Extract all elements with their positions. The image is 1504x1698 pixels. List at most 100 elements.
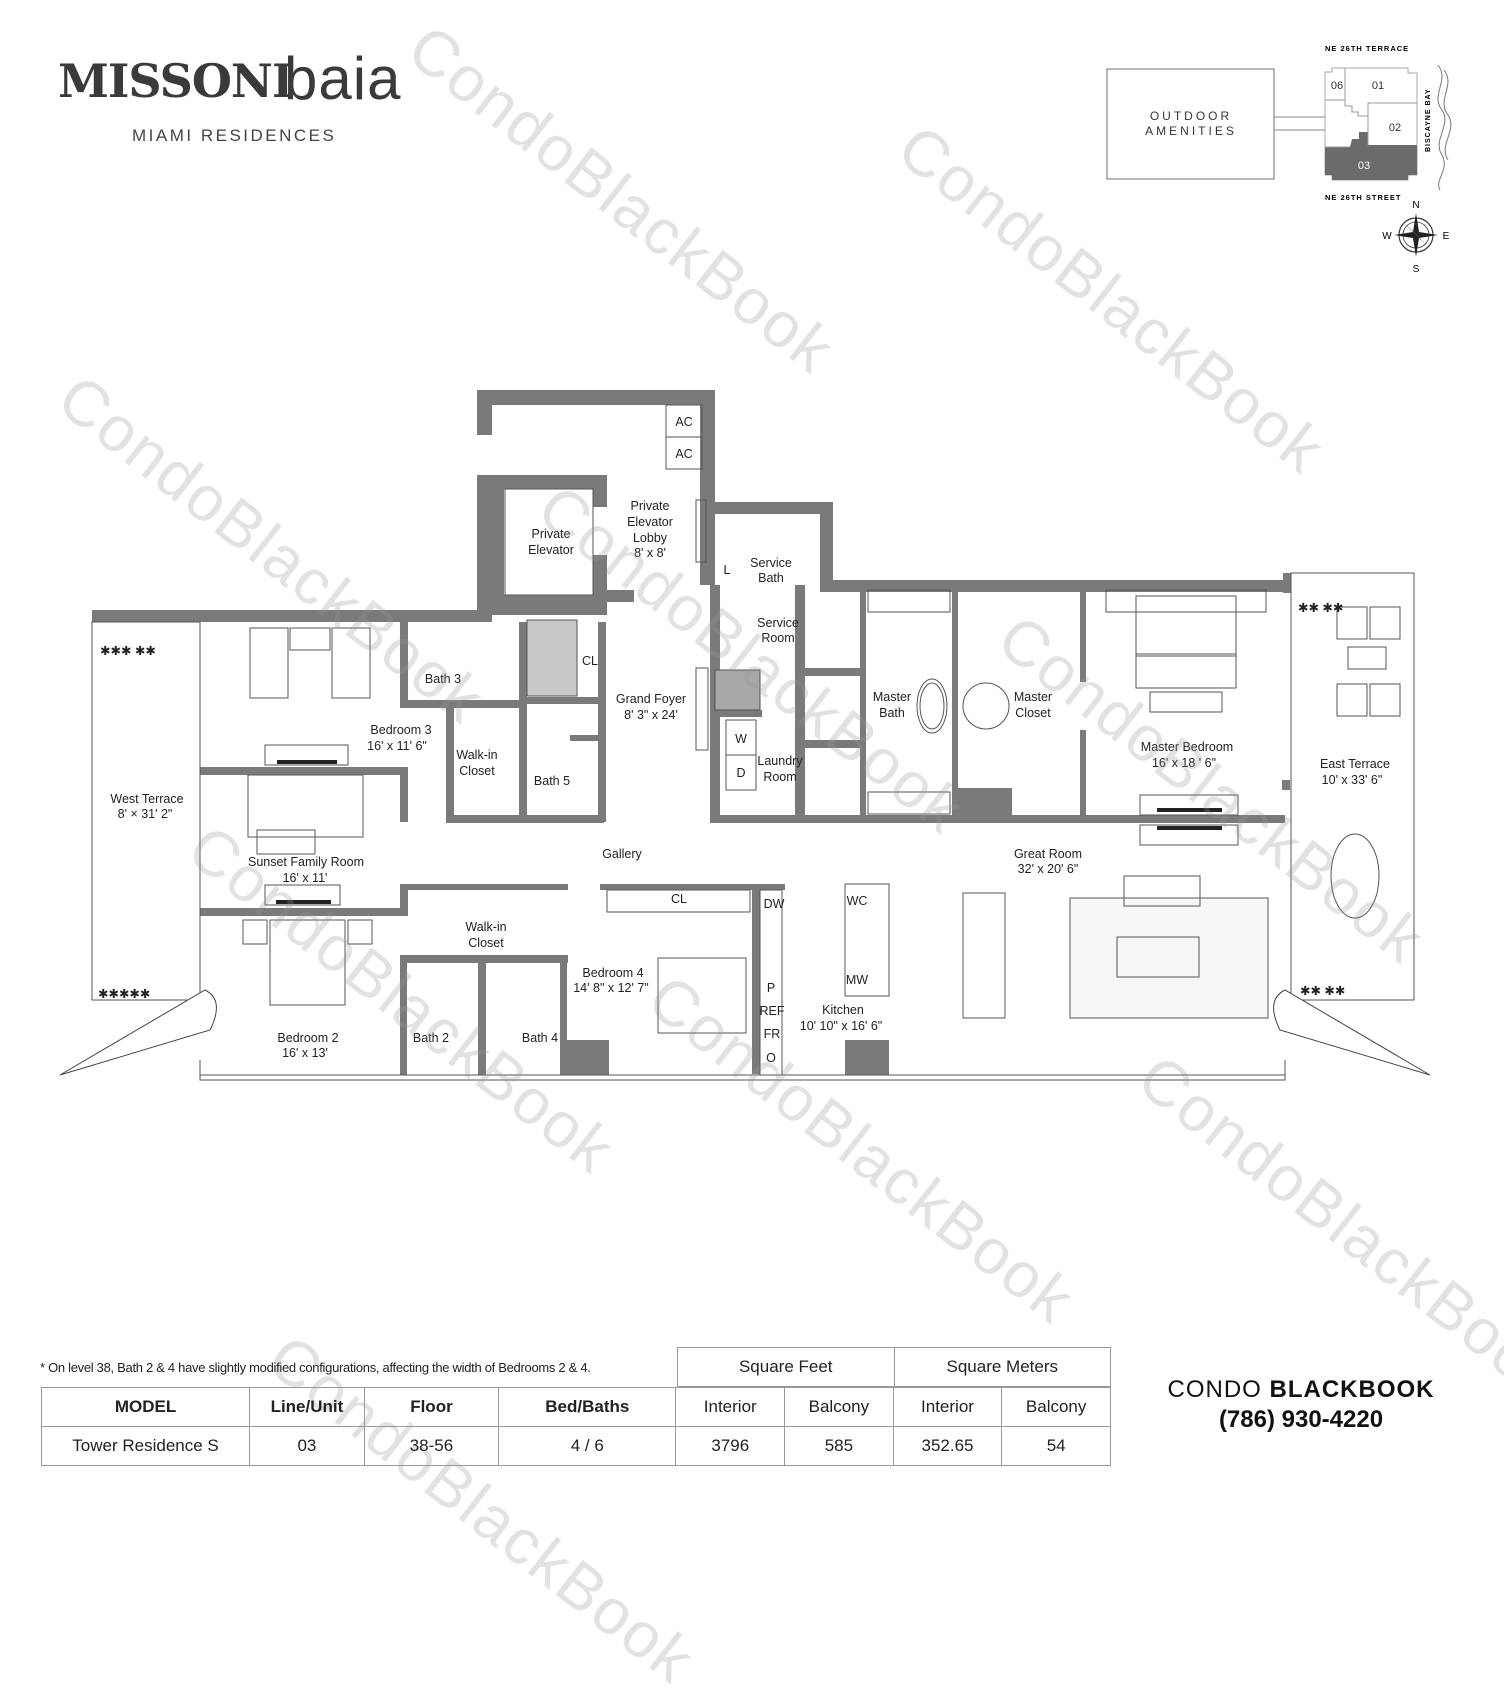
walkin-closet-bottom-label-2: Closet bbox=[468, 936, 504, 950]
ac-unit-2-label: AC bbox=[675, 447, 692, 461]
cell-floor: 38-56 bbox=[363, 1426, 500, 1466]
svg-text:✱✱ ✱✱: ✱✱ ✱✱ bbox=[1298, 601, 1344, 615]
closet-bottom-label: CL bbox=[671, 892, 687, 906]
grand-foyer-label: Grand Foyer bbox=[616, 692, 686, 706]
unit-01-label: 01 bbox=[1372, 80, 1384, 92]
architectural-fin-right bbox=[1273, 989, 1431, 1076]
cell-sqm-interior: 352.65 bbox=[892, 1426, 1003, 1466]
ac-unit-1-label: AC bbox=[675, 415, 692, 429]
compass-n: N bbox=[1412, 200, 1419, 211]
missoni-baia-logo: MISSONI baia MIAMI RESIDENCES bbox=[58, 45, 418, 160]
brand-primary: MISSONI bbox=[58, 54, 293, 108]
compass-rose-icon bbox=[1394, 213, 1438, 257]
kitchen-label: Kitchen bbox=[822, 1003, 864, 1017]
header-model: MODEL bbox=[40, 1387, 251, 1427]
service-room-label-2: Room bbox=[761, 631, 794, 645]
cell-model: Tower Residence S bbox=[40, 1426, 251, 1466]
master-bath-label-1: Master bbox=[873, 690, 911, 704]
svg-text:✱✱✱ ✱✱: ✱✱✱ ✱✱ bbox=[100, 644, 156, 658]
sunset-family-room-dims: 16' x 11' bbox=[283, 871, 328, 885]
master-closet-label-2: Closet bbox=[1015, 706, 1051, 720]
laundry-label-1: Laundry bbox=[757, 754, 803, 768]
bedroom4-label: Bedroom 4 bbox=[582, 966, 643, 980]
service-bath-label-2: Bath bbox=[758, 571, 784, 585]
header-sqm-interior: Interior bbox=[892, 1387, 1003, 1427]
spec-table-row: Tower Residence S 03 38-56 4 / 6 3796 58… bbox=[40, 1426, 1111, 1466]
bedroom2-label: Bedroom 2 bbox=[277, 1031, 338, 1045]
west-terrace-label: West Terrace bbox=[110, 792, 183, 806]
contact-brand-bold: BLACKBOOK bbox=[1269, 1376, 1435, 1403]
amenities-line2: AMENITIES bbox=[1145, 124, 1237, 138]
elevator-lobby-label-1: Private bbox=[631, 499, 670, 513]
walls bbox=[92, 390, 1291, 1075]
bath4-label: Bath 4 bbox=[522, 1031, 558, 1045]
dishwasher-label: DW bbox=[764, 897, 785, 911]
header-line-unit: Line/Unit bbox=[249, 1387, 365, 1427]
laundry-label-2: Room bbox=[763, 770, 796, 784]
cell-bed-baths: 4 / 6 bbox=[498, 1426, 677, 1466]
contact-phone[interactable]: (786) 930-4220 bbox=[1218, 1406, 1384, 1433]
closet-top-label: CL bbox=[582, 654, 598, 668]
pantry-label: P bbox=[767, 981, 775, 995]
svg-text:✱✱✱✱✱: ✱✱✱✱✱ bbox=[98, 987, 151, 1001]
elevator-lobby-dims: 8' x 8' bbox=[634, 546, 666, 560]
bay-label: BISCAYNE BAY bbox=[1425, 88, 1432, 152]
east-terrace-label: East Terrace bbox=[1320, 757, 1390, 771]
brand-subtitle: MIAMI RESIDENCES bbox=[132, 126, 337, 145]
header-sqm-balcony: Balcony bbox=[1001, 1387, 1111, 1427]
walkin-closet-top-label-1: Walk-in bbox=[456, 748, 497, 762]
amenities-line1: OUTDOOR bbox=[1150, 109, 1232, 123]
header-sqft-interior: Interior bbox=[675, 1387, 786, 1427]
microwave-label: MW bbox=[846, 973, 868, 987]
bath2-label: Bath 2 bbox=[413, 1031, 449, 1045]
elevator-lobby-label-2: Elevator bbox=[627, 515, 673, 529]
svg-text:✱✱ ✱✱: ✱✱ ✱✱ bbox=[1300, 984, 1346, 998]
gallery-label: Gallery bbox=[602, 847, 642, 861]
compass-e: E bbox=[1443, 231, 1450, 242]
private-elevator-label-2: Elevator bbox=[528, 543, 574, 557]
condo-blackbook-contact: CONDO BLACKBOOK (786) 930-4220 bbox=[1136, 1376, 1466, 1434]
east-terrace-dims: 10' x 33' 6" bbox=[1322, 773, 1383, 787]
key-plan: NE 26TH TERRACE OUTDOOR AMENITIES 06 01 … bbox=[1106, 44, 1452, 275]
master-bath-label-2: Bath bbox=[879, 706, 905, 720]
bedroom2-dims: 16' x 13' bbox=[282, 1046, 328, 1060]
cell-sqft-balcony: 585 bbox=[784, 1426, 894, 1466]
master-bedroom-label: Master Bedroom bbox=[1141, 740, 1233, 754]
linen-label: L bbox=[724, 563, 731, 577]
master-bedroom-dims: 16' x 18 ' 6" bbox=[1152, 756, 1216, 770]
oven-label: O bbox=[766, 1051, 776, 1065]
sqft-group-header: Square Feet bbox=[677, 1347, 895, 1387]
spec-table-group-headers: Square Feet Square Meters bbox=[677, 1347, 1111, 1387]
refrigerator-label: REF bbox=[760, 1004, 785, 1018]
floor-plan: ✱✱✱ ✱✱ ✱✱✱✱✱ ✱✱ ✱✱ ✱✱ ✱✱ AC AC Private E… bbox=[59, 390, 1431, 1081]
cell-sqm-balcony: 54 bbox=[1001, 1426, 1111, 1466]
walkin-closet-bottom-label-1: Walk-in bbox=[465, 920, 506, 934]
dryer-label: D bbox=[736, 766, 745, 780]
great-room-label: Great Room bbox=[1014, 847, 1082, 861]
header-sqft-balcony: Balcony bbox=[784, 1387, 894, 1427]
elevator-lobby-label-3: Lobby bbox=[633, 531, 668, 545]
great-room-dims: 32' x 20' 6" bbox=[1018, 862, 1079, 876]
architectural-fin-left bbox=[59, 989, 217, 1076]
header-bed-baths: Bed/Baths bbox=[498, 1387, 677, 1427]
cell-sqft-interior: 3796 bbox=[675, 1426, 786, 1466]
unit-03-label: 03 bbox=[1358, 160, 1370, 172]
west-terrace-dims: 8' × 31' 2" bbox=[118, 807, 173, 821]
freezer-label: FR bbox=[764, 1027, 781, 1041]
service-room-label-1: Service bbox=[757, 616, 799, 630]
washer-label: W bbox=[735, 732, 747, 746]
contact-brand-light: CONDO bbox=[1167, 1376, 1262, 1403]
bath3-label: Bath 3 bbox=[425, 672, 461, 686]
spec-table: MODEL Line/Unit Floor Bed/Baths Interior… bbox=[40, 1387, 1111, 1466]
footnote: * On level 38, Bath 2 & 4 have slightly … bbox=[40, 1360, 591, 1375]
unit-03-highlight bbox=[1325, 132, 1417, 180]
sqm-group-header: Square Meters bbox=[893, 1347, 1111, 1387]
bedroom3-dims: 16' x 11' 6" bbox=[367, 739, 427, 753]
bath5-label: Bath 5 bbox=[534, 774, 570, 788]
grand-foyer-dims: 8' 3" x 24' bbox=[624, 708, 678, 722]
wine-cooler-label: WC bbox=[847, 894, 868, 908]
unit-06-label: 06 bbox=[1331, 80, 1343, 92]
street-south-label: NE 26TH STREET bbox=[1325, 193, 1402, 202]
kitchen-dims: 10' 10" x 16' 6" bbox=[800, 1019, 882, 1033]
private-elevator-label-1: Private bbox=[532, 527, 571, 541]
